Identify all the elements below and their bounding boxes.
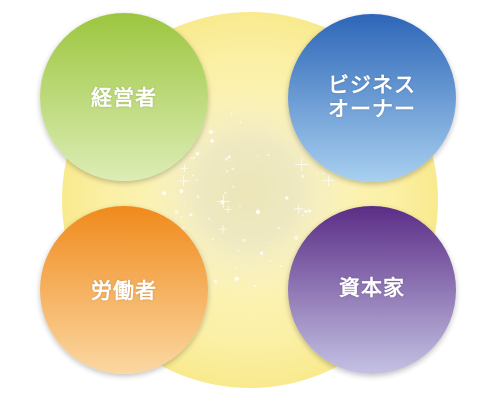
sparkle-dot [241,238,246,243]
capitalist-circle [288,206,456,374]
sparkle-star [180,164,188,172]
sparkle-dot [268,130,270,133]
sparkle-dot [207,217,211,220]
sparkle-dot [172,195,174,198]
sparkle-dot [316,173,319,175]
sparkle-dot [189,213,193,217]
manager-circle [40,13,208,181]
sparkle-dot [192,174,194,177]
sparkle-dot [301,174,305,178]
sparkle-dot [180,216,183,218]
capitalist-label: 資本家 [339,275,405,300]
sparkle-dot [220,199,225,205]
sparkle-star [178,175,190,187]
sparkle-star [294,204,304,214]
sparkle-dot [210,139,214,143]
sparkle-dot [225,157,229,161]
sparkle-dot [239,205,241,208]
sparkle-dot [225,170,229,173]
sparkle-dot [269,260,272,263]
sparkle-dot [224,191,227,194]
sparkle-dot [174,210,179,215]
sparkle-dot [234,276,239,281]
sparkle-dot [304,210,307,213]
business-owner-circle [288,14,456,182]
sparkle-dot [232,185,235,188]
sparkle-dot [253,284,257,288]
sparkle-dot [268,242,271,244]
manager-label: 経営者 [91,85,157,110]
sparkle-dot [267,153,270,157]
sparkle-dot [190,157,192,159]
sparkle-dot [322,172,325,175]
sparkle-dot [196,195,200,199]
sparkle-dot [195,151,200,156]
sparkle-dot [230,112,233,115]
sparkle-dot [162,191,167,196]
worker-label: 労働者 [91,278,157,303]
sparkle-dot [279,265,282,268]
sparkle-dot [301,214,304,217]
sparkle-dot [239,121,242,124]
sparkle-dot [307,209,312,213]
sparkle-dot [231,167,235,171]
sparkle-dot [181,226,185,230]
sparkle-dot [285,196,289,200]
business-owner-label: ビジネス オーナー [328,72,416,121]
worker-circle [40,206,208,374]
sparkle-dot [259,251,264,255]
sparkle-dot [183,200,185,202]
sparkle-dot [234,266,237,269]
sparkle-star [295,157,309,171]
sparkle-dot [211,238,214,241]
sparkle-dot [256,155,259,158]
sparkle-dot [227,155,231,159]
sparkle-star [322,175,334,186]
sparkle-dot [294,235,299,241]
sparkle-star [224,206,232,214]
sparkle-dot [179,189,184,194]
sparkle-dot [213,280,218,284]
sparkle-star [216,194,230,209]
sparkle-dot [255,209,261,215]
sparkle-dot [237,249,240,252]
sparkle-dot [256,208,259,210]
sparkle-star [218,225,227,234]
sparkle-dot [208,129,213,134]
sparkle-dot [195,178,198,182]
sparkle-dot [192,156,195,159]
sparkle-dot [237,288,239,290]
sparkle-dot [277,226,281,230]
